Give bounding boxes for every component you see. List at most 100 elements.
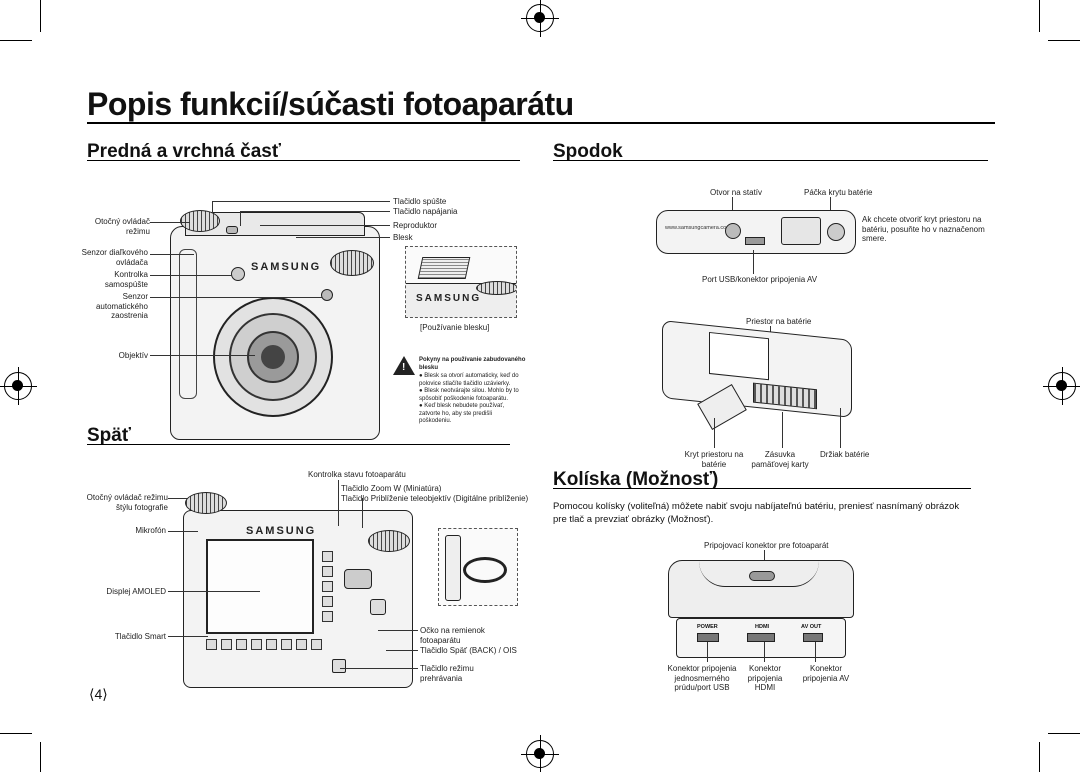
flash-detail-inset: SAMSUNG bbox=[405, 246, 517, 318]
crop-mark bbox=[0, 40, 32, 41]
zoom-dial-icon[interactable] bbox=[368, 530, 410, 552]
label-zoom-w: Tlačidlo Zoom W (Miniatúra) bbox=[341, 484, 442, 493]
label-tripod: Otvor na statív bbox=[710, 188, 763, 197]
page-title: Popis funkcií/súčasti fotoaparátu bbox=[87, 86, 574, 122]
back-heading: Späť bbox=[87, 425, 131, 446]
bottom-heading-rule bbox=[553, 160, 988, 161]
page-number: ⟨4⟩ bbox=[89, 686, 108, 702]
label-shutter: Tlačidlo spúšte bbox=[393, 197, 447, 206]
label-usb-av: Port USB/konektor pripojenia AV bbox=[702, 275, 818, 284]
label-card-slot: Zásuvka pamäťovej karty bbox=[751, 450, 809, 469]
smart-button[interactable] bbox=[221, 639, 232, 650]
popup-flash-icon bbox=[417, 257, 471, 279]
url-text: www.samsungcamera.com bbox=[665, 225, 731, 231]
smart-buttons bbox=[206, 639, 326, 653]
smart-button[interactable] bbox=[236, 639, 247, 650]
play-button-icon[interactable] bbox=[332, 659, 346, 673]
warning-item: ● Blesk sa otvorí automaticky, keď do po… bbox=[419, 373, 519, 387]
label-style-dial: Otočný ovládač režimu štýlu fotografie bbox=[86, 493, 168, 512]
registration-mark-icon bbox=[0, 367, 37, 405]
battery-compartment bbox=[753, 382, 817, 410]
label-mic: Mikrofón bbox=[135, 526, 166, 535]
self-timer-lamp-icon bbox=[231, 267, 245, 281]
smart-button[interactable] bbox=[296, 639, 307, 650]
camera-bottom-illustration: www.samsungcamera.com bbox=[656, 210, 856, 254]
label-display: Displej AMOLED bbox=[106, 587, 166, 596]
crop-mark bbox=[1039, 742, 1040, 772]
back-display-icon bbox=[709, 331, 769, 381]
warning-icon bbox=[393, 356, 415, 375]
registration-mark-icon bbox=[1043, 367, 1080, 405]
camera-brand-logo: SAMSUNG bbox=[416, 293, 482, 304]
strap-detail-inset bbox=[438, 528, 518, 606]
label-flash: Blesk bbox=[393, 233, 413, 242]
af-sensor-icon bbox=[321, 289, 333, 301]
shutter-button-icon[interactable] bbox=[330, 250, 374, 276]
smart-button[interactable] bbox=[311, 639, 322, 650]
smart-button[interactable] bbox=[266, 639, 277, 650]
power-button-icon[interactable] bbox=[226, 226, 238, 234]
port-label-hdmi: HDMI bbox=[755, 624, 770, 630]
port-label-power: POWER bbox=[697, 624, 718, 630]
side-buttons bbox=[322, 551, 334, 635]
crop-mark bbox=[1048, 733, 1080, 734]
warning-item: ● Blesk neotvárajte silou. Mohlo by to s… bbox=[419, 388, 519, 402]
back-button-icon[interactable] bbox=[370, 599, 386, 615]
crop-mark bbox=[40, 0, 41, 32]
registration-mark-icon bbox=[521, 0, 559, 37]
camera-brand-logo: SAMSUNG bbox=[246, 525, 317, 537]
label-battery-cover: Kryt priestoru na batérie bbox=[684, 450, 744, 469]
strap-icon bbox=[463, 557, 507, 583]
cradle-description: Pomocou kolísky (voliteľná) môžete nabiť… bbox=[553, 501, 960, 525]
port-label-av-out: AV OUT bbox=[801, 624, 822, 630]
smart-button[interactable] bbox=[281, 639, 292, 650]
bottom-heading: Spodok bbox=[553, 141, 623, 162]
cover-lever-icon[interactable] bbox=[827, 223, 845, 241]
smart-button[interactable] bbox=[206, 639, 217, 650]
crop-mark bbox=[0, 733, 32, 734]
front-heading: Predná a vrchná časť bbox=[87, 141, 281, 162]
label-self-timer-lamp: Kontrolka samospúšte bbox=[104, 270, 148, 289]
tripod-socket-icon bbox=[725, 223, 741, 239]
crop-mark bbox=[1039, 0, 1040, 32]
label-remote-sensor: Senzor diaľkového ovládača bbox=[81, 248, 148, 267]
label-zoom-t: Tlačidlo Priblíženie teleobjektív (Digit… bbox=[341, 494, 529, 503]
grip bbox=[179, 249, 197, 399]
label-mode-dial: Otočný ovládač režimu bbox=[94, 217, 150, 236]
label-dc-usb: Konektor pripojenia jednosmerného prúdu/… bbox=[667, 664, 737, 692]
label-flash-use: [Používanie blesku] bbox=[420, 323, 490, 332]
cradle-heading-rule bbox=[553, 488, 971, 489]
camera-battery-open-illustration bbox=[662, 320, 852, 418]
cradle-illustration bbox=[668, 560, 854, 618]
label-smart: Tlačidlo Smart bbox=[114, 632, 166, 641]
label-back-button: Tlačidlo Späť (BACK) / OIS bbox=[420, 646, 517, 655]
hdmi-port-icon bbox=[747, 633, 775, 642]
label-battery-holder: Držiak batérie bbox=[820, 450, 870, 459]
label-speaker: Reproduktor bbox=[393, 221, 438, 230]
label-af-sensor: Senzor automatického zaostrenia bbox=[95, 292, 148, 320]
camera-brand-logo: SAMSUNG bbox=[251, 261, 322, 273]
dc-usb-port-icon bbox=[697, 633, 719, 642]
front-heading-rule bbox=[87, 160, 520, 161]
label-status-lamp: Kontrolka stavu fotoaparátu bbox=[308, 470, 406, 479]
style-dial-icon[interactable] bbox=[185, 492, 227, 514]
amoled-display bbox=[206, 539, 314, 634]
label-lever-note: Ak chcete otvoriť kryt priestoru na baté… bbox=[862, 215, 985, 243]
smart-button[interactable] bbox=[251, 639, 262, 650]
crop-mark bbox=[40, 742, 41, 772]
battery-cover bbox=[781, 217, 821, 245]
label-lens: Objektív bbox=[118, 351, 148, 360]
label-power: Tlačidlo napájania bbox=[393, 207, 458, 216]
camera-connector-icon bbox=[749, 571, 775, 581]
cradle-heading: Kolíska (Možnosť) bbox=[553, 469, 719, 490]
label-camera-connector: Pripojovací konektor pre fotoaparát bbox=[704, 541, 829, 550]
registration-mark-icon bbox=[521, 735, 559, 772]
cradle-rear-panel: POWER HDMI AV OUT bbox=[676, 618, 846, 658]
label-av: Konektor pripojenia AV bbox=[802, 664, 850, 683]
warning-item: ● Keď blesk nebudete používať, zatvorte … bbox=[419, 403, 505, 424]
lens-icon bbox=[213, 297, 333, 417]
zoom-lever-icon[interactable] bbox=[344, 569, 372, 589]
mode-dial-icon bbox=[180, 210, 220, 232]
av-port-icon bbox=[803, 633, 823, 642]
back-heading-rule bbox=[87, 444, 510, 445]
